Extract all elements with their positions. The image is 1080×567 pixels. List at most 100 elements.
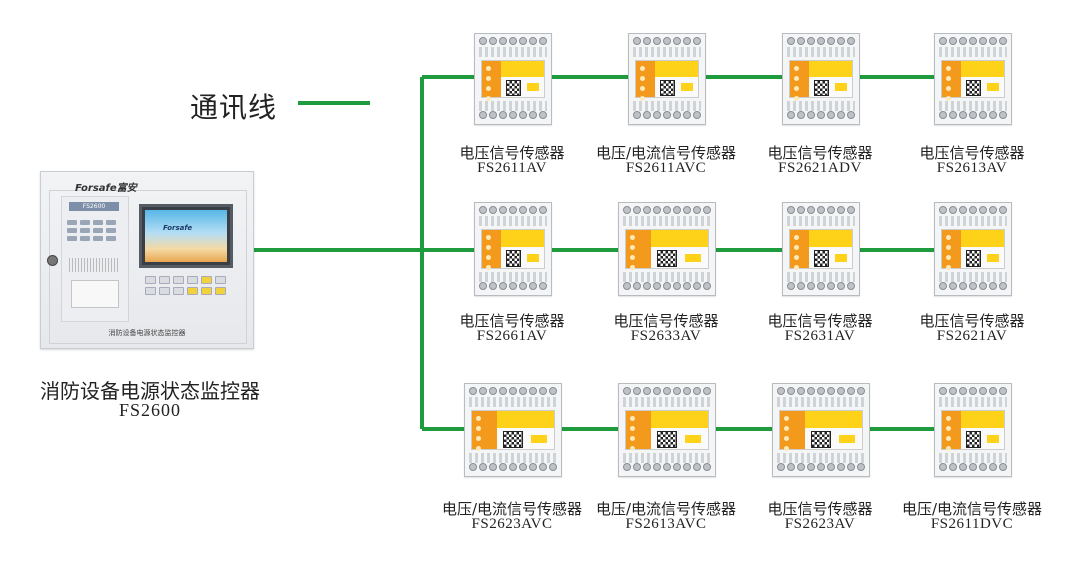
indicator-strip — [472, 411, 497, 451]
terminal-row — [623, 463, 711, 473]
qr-code-icon — [659, 79, 676, 97]
model-label-area — [960, 61, 1004, 78]
sensor-model: FS2661AV — [476, 328, 548, 344]
qr-code-icon — [811, 430, 832, 448]
sensor-front-panel — [625, 410, 709, 451]
terminal-row — [633, 37, 701, 47]
terminal-row — [479, 282, 547, 292]
legend-label: 通讯线 — [190, 91, 278, 124]
terminal-row — [939, 111, 1007, 121]
indicator-strip — [626, 230, 651, 270]
vent-grille — [787, 47, 855, 57]
vent-grille — [623, 272, 711, 282]
vent-grille — [623, 397, 711, 407]
vent-grille — [787, 101, 855, 111]
sensor-name: 电压信号传感器 — [919, 144, 1025, 162]
sensor-module — [618, 383, 716, 477]
sensor-name: 电压/电流信号传感器 — [901, 500, 1043, 518]
controller-keypad — [67, 220, 121, 241]
model-label-area — [960, 230, 1004, 248]
terminal-row — [633, 111, 701, 121]
terminal-row — [787, 282, 855, 292]
vent-grille — [479, 47, 547, 57]
model-label-area — [808, 61, 852, 78]
model-label-area — [500, 61, 544, 78]
vent-grille — [479, 272, 547, 282]
qr-code-icon — [813, 249, 830, 267]
controller-caption: 消防设备电源状态监控器 — [108, 329, 186, 337]
terminal-row — [623, 282, 711, 292]
indicator-strip — [482, 230, 501, 270]
terminal-row — [623, 206, 711, 216]
vent-grille — [939, 216, 1007, 226]
button-tag — [834, 83, 848, 92]
button-tag — [986, 253, 1000, 262]
vent-grille — [787, 216, 855, 226]
model-label-area — [960, 411, 1004, 429]
indicator-strip — [942, 61, 961, 101]
vent-grille — [939, 47, 1007, 57]
controller-buttons — [145, 276, 226, 295]
sensor-module — [934, 202, 1012, 296]
qr-code-icon — [505, 79, 522, 97]
button-tag — [839, 434, 856, 443]
terminal-row — [479, 37, 547, 47]
sensor-model: FS2613AVC — [625, 516, 707, 532]
controller-frame — [49, 190, 247, 344]
vent-grille — [623, 453, 711, 463]
vent-grille — [787, 272, 855, 282]
vent-grille — [939, 397, 1007, 407]
controller-brand: Forsafe富安 — [75, 183, 137, 194]
button-tag — [834, 253, 848, 262]
sensor-front-panel — [941, 60, 1005, 101]
terminal-row — [787, 111, 855, 121]
indicator-strip — [942, 230, 961, 270]
terminal-row — [777, 463, 865, 473]
qr-code-icon — [503, 430, 524, 448]
sensor-module — [934, 33, 1012, 125]
vent-grille — [469, 453, 557, 463]
indicator-strip — [942, 411, 961, 451]
terminal-row — [479, 206, 547, 216]
terminal-row — [939, 463, 1007, 473]
button-tag — [526, 253, 540, 262]
terminal-row — [939, 37, 1007, 47]
terminal-row — [787, 206, 855, 216]
qr-code-icon — [505, 249, 522, 267]
printer-slot — [71, 280, 119, 308]
button-tag — [531, 434, 548, 443]
terminal-row — [777, 387, 865, 397]
indicator-strip — [482, 61, 501, 101]
model-label-area — [500, 230, 544, 248]
button-tag — [986, 434, 1000, 443]
terminal-row — [469, 463, 557, 473]
model-label-area — [804, 411, 862, 429]
sensor-module — [782, 202, 860, 296]
model-label-area — [654, 61, 698, 78]
vent-grille — [633, 101, 701, 111]
sensor-model: FS2623AV — [784, 516, 856, 532]
sensor-name: 电压信号传感器 — [767, 144, 873, 162]
controller-model-plate: FS2600 — [69, 202, 119, 211]
vent-grille — [633, 47, 701, 57]
sensor-name: 电压信号传感器 — [919, 312, 1025, 330]
button-tag — [986, 83, 1000, 92]
sensor-name: 电压/电流信号传感器 — [595, 144, 737, 162]
sensor-module — [464, 383, 562, 477]
terminal-row — [939, 206, 1007, 216]
sensor-model: FS2621AV — [936, 328, 1008, 344]
qr-code-icon — [965, 430, 982, 448]
model-label-area — [496, 411, 554, 429]
terminal-row — [469, 387, 557, 397]
terminal-row — [623, 387, 711, 397]
qr-code-icon — [965, 79, 982, 97]
sensor-front-panel — [481, 229, 545, 270]
sensor-model: FS2611AV — [477, 160, 547, 176]
indicator-strip — [636, 61, 655, 101]
screen-logo: Forsafe — [163, 224, 193, 232]
sensor-module — [618, 202, 716, 296]
sensor-name: 电压信号传感器 — [767, 500, 873, 518]
indicator-strip — [790, 61, 809, 101]
terminal-row — [939, 282, 1007, 292]
indicator-strip — [790, 230, 809, 270]
